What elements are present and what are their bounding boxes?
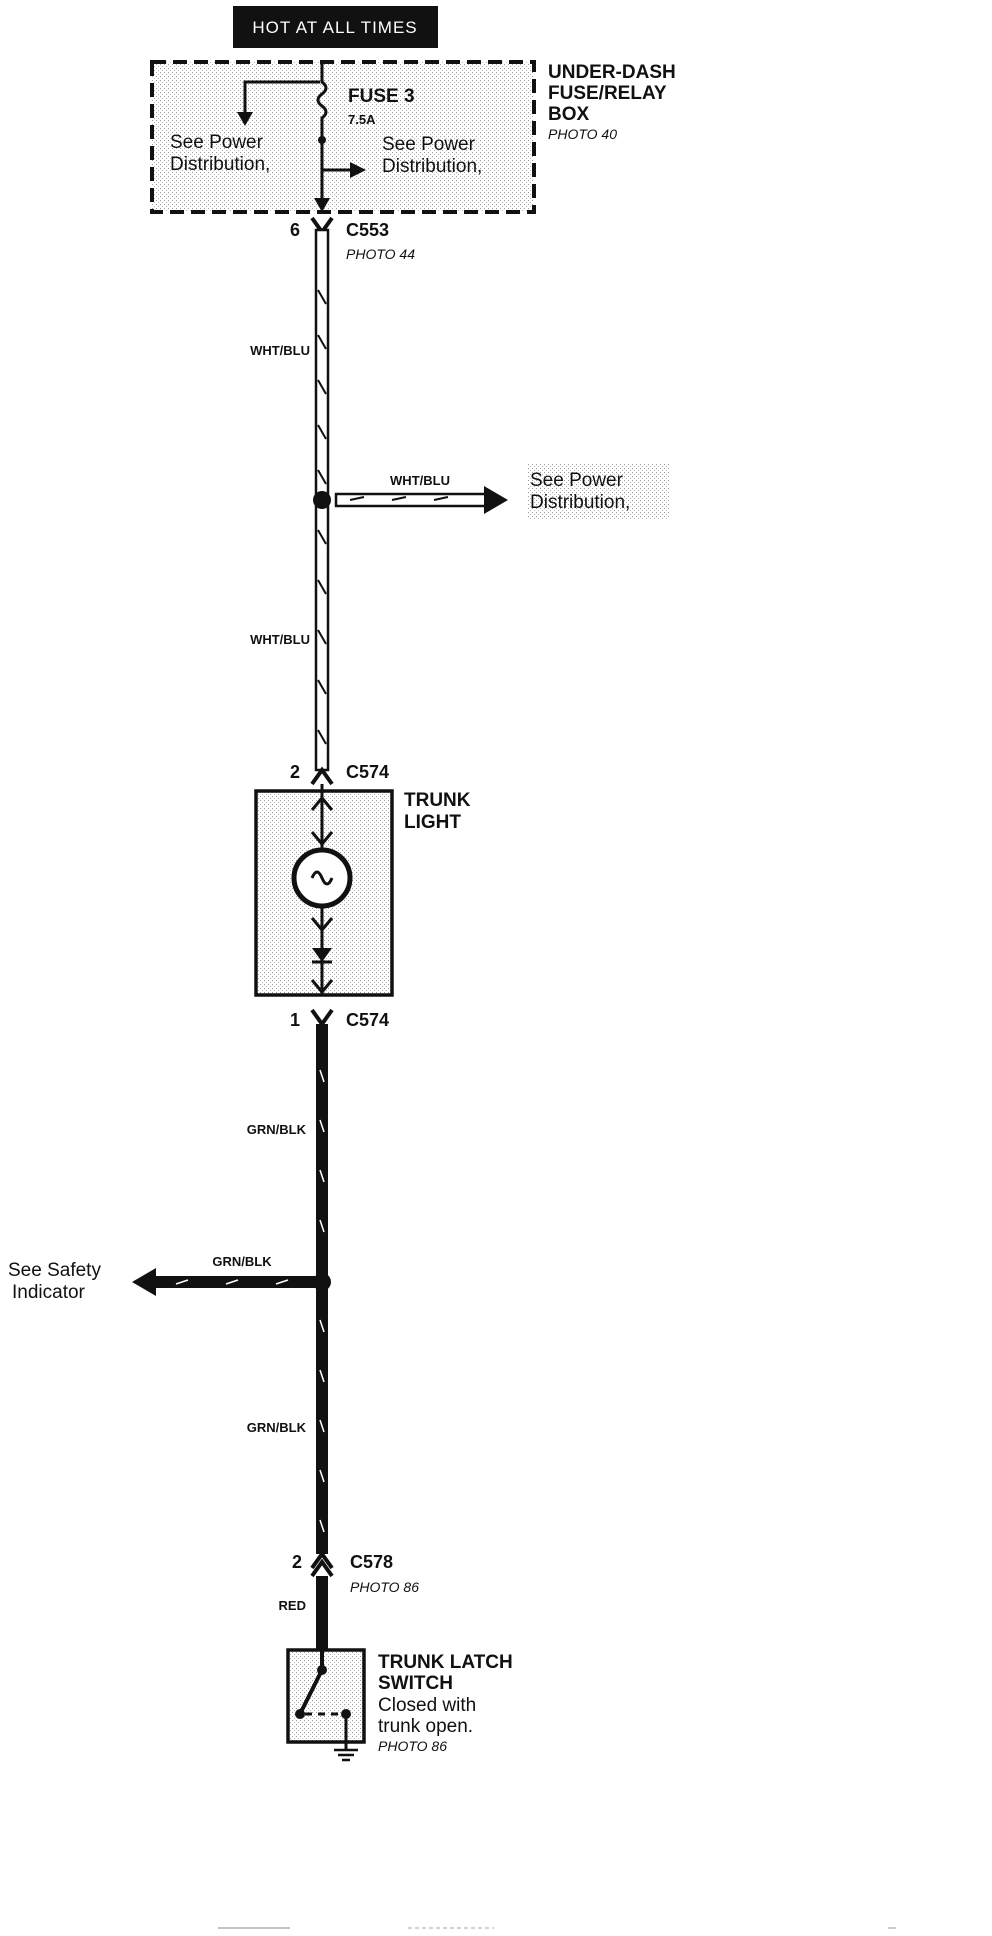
see-power-splice-1: See Power [530, 470, 624, 491]
see-safety-2: Indicator [12, 1282, 86, 1303]
arrow-down-icon [314, 198, 330, 212]
wire-red [316, 1576, 328, 1650]
diode-icon [312, 948, 332, 962]
see-safety-1: See Safety [8, 1260, 101, 1281]
c553-pin: 6 [290, 220, 300, 240]
c574-top-name: C574 [346, 762, 389, 782]
c574-top-pin: 2 [290, 762, 300, 782]
hot-at-all-times-badge: HOT AT ALL TIMES [233, 6, 438, 48]
wire-label-wht-blu-2: WHT/BLU [250, 632, 310, 647]
see-power-splice-2: Distribution, [530, 492, 630, 513]
connector-c553: 6 C553 PHOTO 44 [290, 216, 415, 262]
fuse-box-title-3: BOX [548, 104, 590, 125]
connector-c574-top: 2 C574 [290, 762, 389, 786]
ground-icon [334, 1748, 358, 1762]
arrow-right-icon [350, 162, 366, 178]
arrow-left-icon [132, 1268, 156, 1296]
c574-bottom-pin: 1 [290, 1010, 300, 1030]
c574-bottom-name: C574 [346, 1010, 389, 1030]
fuse-rating: 7.5A [348, 112, 376, 127]
trunk-latch-photo: PHOTO 86 [378, 1738, 447, 1754]
fuse-box-photo: PHOTO 40 [548, 126, 617, 142]
c553-name: C553 [346, 220, 389, 240]
see-power-right-2: Distribution, [382, 156, 482, 177]
arrow-down-icon [237, 112, 253, 126]
connector-c578: 2 C578 PHOTO 86 [292, 1550, 419, 1595]
c578-photo: PHOTO 86 [350, 1579, 419, 1595]
arrow-right-icon [484, 486, 508, 514]
trunk-light-component: TRUNK LIGHT [254, 784, 471, 997]
fuse-box-title-2: FUSE/RELAY [548, 83, 667, 104]
c578-pin: 2 [292, 1552, 302, 1572]
splice-top-wire-label: WHT/BLU [390, 473, 450, 488]
fuse-symbol [316, 62, 328, 140]
fuse-name: FUSE 3 [348, 86, 415, 107]
under-dash-fuse-relay-box: FUSE 3 7.5A See Power Distribution, See … [150, 60, 676, 214]
splice-grn-blk: GRN/BLK See Safety Indicator [8, 1254, 331, 1303]
trunk-latch-title-1: TRUNK LATCH [378, 1652, 513, 1673]
trunk-light-title-1: TRUNK [404, 790, 471, 811]
wire-label-grn-blk-2: GRN/BLK [247, 1420, 307, 1435]
connector-c574-bottom: 1 C574 [290, 1008, 389, 1030]
wire-label-red: RED [279, 1598, 306, 1613]
see-power-right-1: See Power [382, 134, 476, 155]
trunk-latch-switch-component: TRUNK LATCH SWITCH Closed with trunk ope… [286, 1648, 513, 1762]
splice-bottom-wire-label: GRN/BLK [212, 1254, 272, 1269]
wire-label-grn-blk-1: GRN/BLK [247, 1122, 307, 1137]
trunk-latch-note-2: trunk open. [378, 1716, 473, 1737]
power-branch-left [243, 80, 320, 115]
trunk-latch-title-2: SWITCH [378, 1673, 453, 1694]
wire-label-wht-blu-1: WHT/BLU [250, 343, 310, 358]
fuse-box-title-1: UNDER-DASH [548, 62, 676, 83]
switch-blade [298, 1669, 324, 1715]
trunk-latch-note-1: Closed with [378, 1695, 476, 1716]
c578-name: C578 [350, 1552, 393, 1572]
splice-wht-blu: WHT/BLU See Power Distribution, [313, 464, 670, 520]
hot-label: HOT AT ALL TIMES [252, 18, 417, 37]
c553-photo: PHOTO 44 [346, 246, 415, 262]
see-power-left-2: Distribution, [170, 154, 270, 175]
trunk-light-title-2: LIGHT [404, 812, 461, 833]
see-power-left-1: See Power [170, 132, 264, 153]
